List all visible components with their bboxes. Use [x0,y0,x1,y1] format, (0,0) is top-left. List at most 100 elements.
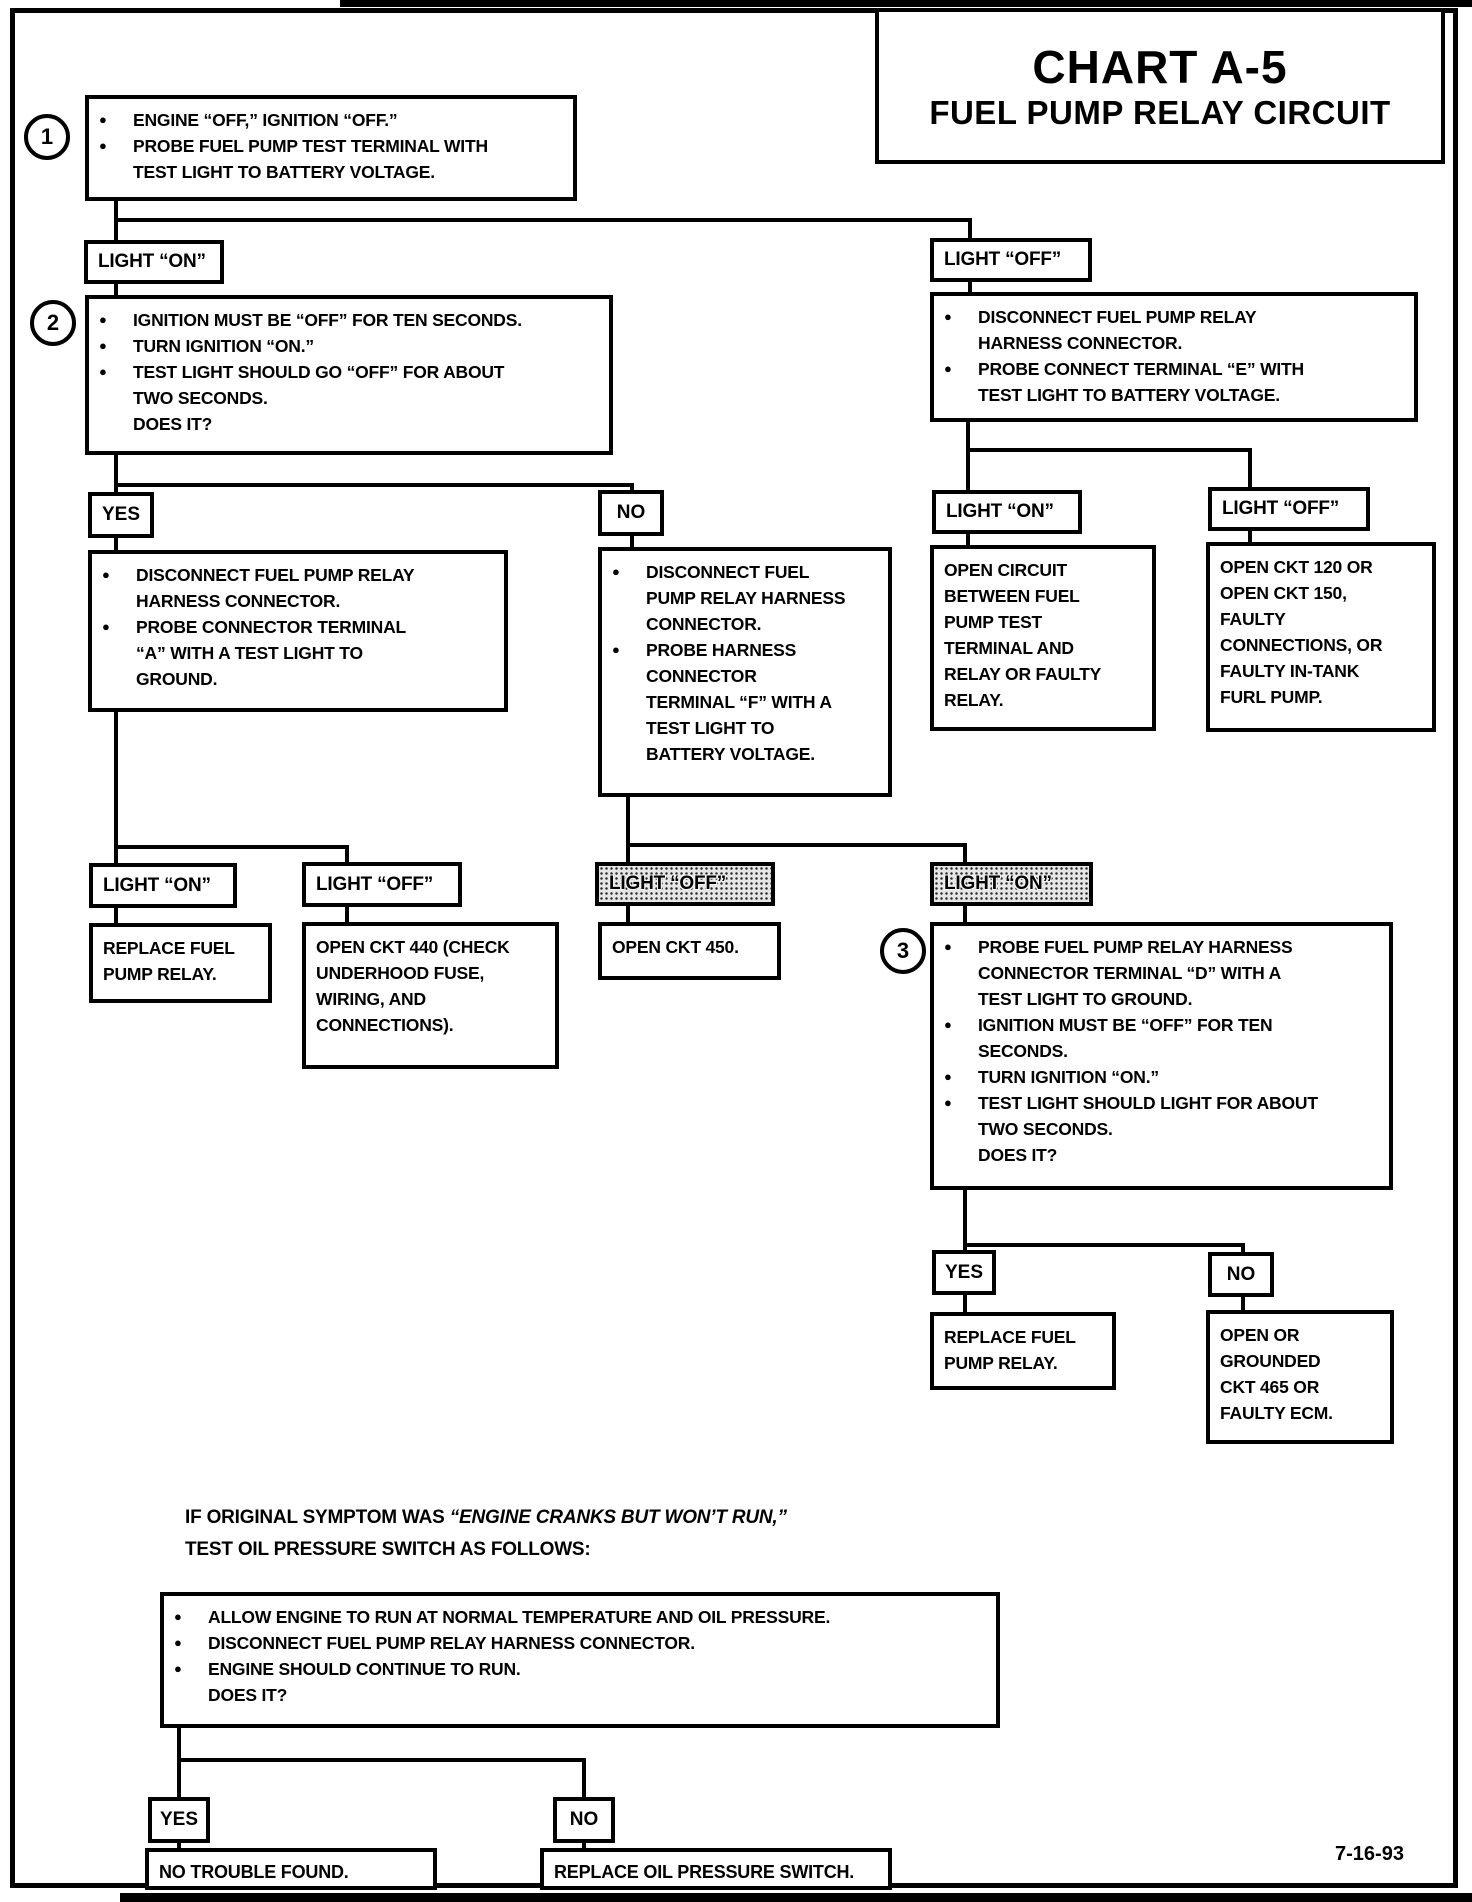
text-line: FAULTY IN-TANK [1220,658,1422,684]
connector-line [177,1758,586,1762]
line-text: BETWEEN FUEL [944,586,1080,606]
text-line: ●DISCONNECT FUEL PUMP RELAY [102,562,494,588]
bullet-icon: ● [944,361,952,376]
step1-instructions-box: ●ENGINE “OFF,” IGNITION “OFF.”●PROBE FUE… [85,95,577,201]
line-text: NO TROUBLE FOUND. [159,1862,349,1882]
line-text: OPEN CKT 150, [1220,583,1347,603]
line-text: TERMINAL “F” WITH A [646,692,832,712]
line-text: DOES IT? [133,414,213,434]
oil-pressure-test-box: ● ALLOW ENGINE TO RUN AT NORMAL TEMPERATU… [160,1592,1000,1728]
bullet-icon: ● [174,1609,182,1624]
line-text: CONNECTIONS). [316,1015,454,1035]
line-text: TERMINAL AND [944,638,1074,658]
text-line: ● ALLOW ENGINE TO RUN AT NORMAL TEMPERATU… [174,1604,986,1630]
bullet-icon: ● [174,1635,182,1650]
connector-line [963,1190,967,1251]
line-text: FURL PUMP. [1220,687,1323,707]
line-text: CONNECTOR [646,666,757,686]
line-text: TURN IGNITION “ON.” [133,336,314,356]
line-text: REPLACE FUEL [103,938,235,958]
line-text: HARNESS CONNECTOR. [978,333,1183,353]
connector-line [626,843,967,847]
connector-line [626,797,630,863]
text-line: UNDERHOOD FUSE, [316,960,545,986]
line-text: RELAY. [944,690,1004,710]
light-on-label-1: LIGHT “ON” [84,240,224,284]
text-line: PUMP RELAY HARNESS [612,585,878,611]
text-line: PUMP TEST [944,609,1142,635]
bullet-icon: ● [612,642,620,657]
connector-line [114,218,972,222]
line-text: RELAY OR FAULTY [944,664,1102,684]
text-line: OPEN CKT 440 (CHECK [316,934,545,960]
text-line: ●PROBE CONNECTOR TERMINAL [102,614,494,640]
line-text: GROUNDED [1220,1351,1321,1371]
bullet-icon: ● [99,312,107,327]
text-line: ●PROBE CONNECT TERMINAL “E” WITH [944,356,1404,382]
text-line: PUMP RELAY. [944,1350,1102,1376]
line-text: TWO SECONDS. [133,388,268,408]
note-symptom-quote: “ENGINE CRANKS BUT WON’T RUN,” [449,1507,787,1528]
connector-line [582,1758,586,1798]
connector-line [114,538,118,551]
connector-line [963,843,967,863]
text-line: ● IGNITION MUST BE “OFF” FOR TEN SECONDS. [99,307,599,333]
line-text: OPEN OR [1220,1325,1300,1345]
text-line: CONNECTOR [612,663,878,689]
step-2-circle: 2 [30,300,76,346]
text-line: TEST LIGHT TO GROUND. [944,986,1379,1012]
revision-date: 7-16-93 [1335,1843,1404,1865]
text-line: TEST LIGHT TO BATTERY VOLTAGE. [944,382,1404,408]
text-line: ● TURN IGNITION “ON.” [944,1064,1379,1090]
text-line: ●DISCONNECT FUEL PUMP RELAY [944,304,1404,330]
yes-label-2: YES [932,1250,996,1295]
line-text: ENGINE “OFF,” IGNITION “OFF.” [133,110,398,130]
text-line: CONNECTIONS, OR [1220,632,1422,658]
bullet-icon: ● [944,1069,952,1084]
text-line: GROUNDED [1220,1348,1380,1374]
line-text: PUMP RELAY HARNESS [646,588,846,608]
text-line: DOES IT? [99,411,599,437]
line-text: FAULTY IN-TANK [1220,661,1360,681]
text-line: RELAY OR FAULTY [944,661,1142,687]
replace-oil-switch-result-box: REPLACE OIL PRESSURE SWITCH. [540,1848,892,1890]
text-line: ●PROBE FUEL PUMP RELAY HARNESS [944,934,1379,960]
scan-artifact-bottom [120,1893,1472,1902]
connector-line [114,455,118,493]
text-line: TWO SECONDS. [944,1116,1379,1142]
text-line: REPLACE FUEL [944,1324,1102,1350]
connector-line [966,422,970,490]
text-line: “A” WITH A TEST LIGHT TO [102,640,494,666]
line-text: TURN IGNITION “ON.” [978,1067,1159,1087]
note-line2: TEST OIL PRESSURE SWITCH AS FOLLOWS: [185,1539,591,1560]
line-text: DOES IT? [978,1145,1058,1165]
bullet-icon: ● [944,939,952,954]
line-text: ALLOW ENGINE TO RUN AT NORMAL TEMPERATUR… [208,1607,831,1627]
step-1-circle: 1 [24,114,70,160]
text-line: CKT 465 OR [1220,1374,1380,1400]
text-line: ●ENGINE “OFF,” IGNITION “OFF.” [99,107,563,133]
line-text: “A” WITH A TEST LIGHT TO [136,643,363,663]
connector-line [966,534,970,546]
oil-pressure-note: IF ORIGINAL SYMPTOM WAS “ENGINE CRANKS B… [185,1502,985,1566]
bullet-icon: ● [99,138,107,153]
line-text: OPEN CKT 440 (CHECK [316,937,510,957]
line-text: TEST LIGHT TO BATTERY VOLTAGE. [133,162,435,182]
connector-line [1241,1297,1245,1311]
step-3-circle: 3 [880,928,926,974]
connector-line [630,483,634,491]
text-line: REPLACE FUEL [103,935,258,961]
line-text: REPLACE OIL PRESSURE SWITCH. [554,1862,855,1882]
bullet-icon: ● [944,1017,952,1032]
text-line: TWO SECONDS. [99,385,599,411]
connector-line [114,284,118,296]
text-line: ●IGNITION MUST BE “OFF” FOR TEN [944,1012,1379,1038]
line-text: PROBE HARNESS [646,640,797,660]
line-text: FAULTY [1220,609,1286,629]
text-line: ● PROBE HARNESS [612,637,878,663]
line-text: IGNITION MUST BE “OFF” FOR TEN SECONDS. [133,310,522,330]
